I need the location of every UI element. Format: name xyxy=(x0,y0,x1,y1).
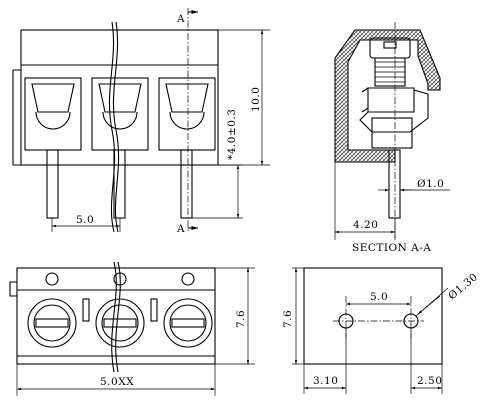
top-small-hole-1 xyxy=(45,272,59,286)
section-view: Ø1.0 4.20 SECTION A-A xyxy=(334,22,450,254)
front-break-line xyxy=(112,21,120,233)
front-cavity-1 xyxy=(24,77,82,151)
top-screw-1 xyxy=(27,298,77,348)
front-cavity-3 xyxy=(158,77,216,151)
top-dim-depth: 7.6 xyxy=(235,310,247,328)
front-pin-2 xyxy=(113,149,126,219)
top-view: 7.6 5.0XX xyxy=(9,261,255,396)
section-housing xyxy=(334,29,441,163)
section-mark-top: A xyxy=(176,13,185,25)
front-side-latch xyxy=(12,69,21,166)
footprint-dim-left: 3.10 xyxy=(313,375,338,387)
section-clamp-plate xyxy=(359,89,429,133)
top-separator-2 xyxy=(150,298,158,322)
top-separator-1 xyxy=(82,298,90,322)
top-body-outline xyxy=(16,267,216,365)
section-dim-pin-dia: Ø1.0 xyxy=(417,178,444,190)
top-side-latch xyxy=(9,281,17,297)
section-pin xyxy=(388,149,401,219)
front-view: A A 5.0 10.0 *4.0±0.3 xyxy=(12,8,270,235)
footprint-view: 5.0 Ø1.30 7.6 3.10 2.50 xyxy=(282,267,480,394)
top-screw-3 xyxy=(163,298,213,348)
front-dim-pin-height: *4.0±0.3 xyxy=(226,109,238,160)
footprint-dim-hole-dia: Ø1.30 xyxy=(446,271,480,302)
top-screw-2 xyxy=(95,298,145,348)
section-title: SECTION A-A xyxy=(352,242,431,254)
section-contact xyxy=(371,117,413,149)
front-dim-pitch: 5.0 xyxy=(76,214,94,226)
section-mark-bottom: A xyxy=(176,223,185,235)
front-pin-3 xyxy=(180,149,193,219)
footprint-dim-right: 2.50 xyxy=(417,375,442,387)
section-dim-offset: 4.20 xyxy=(353,219,378,231)
footprint-dim-pitch: 5.0 xyxy=(370,291,388,303)
front-dim-height: 10.0 xyxy=(250,87,262,112)
footprint-dim-depth: 7.6 xyxy=(282,310,294,328)
footprint-outline xyxy=(303,267,443,365)
front-pin-1 xyxy=(46,149,59,219)
top-dim-length: 5.0XX xyxy=(100,376,134,388)
front-cavity-2 xyxy=(91,77,149,151)
top-small-hole-3 xyxy=(181,272,195,286)
front-break-line-2 xyxy=(108,21,116,233)
front-body-outline xyxy=(20,29,219,166)
section-clamp xyxy=(367,87,415,113)
